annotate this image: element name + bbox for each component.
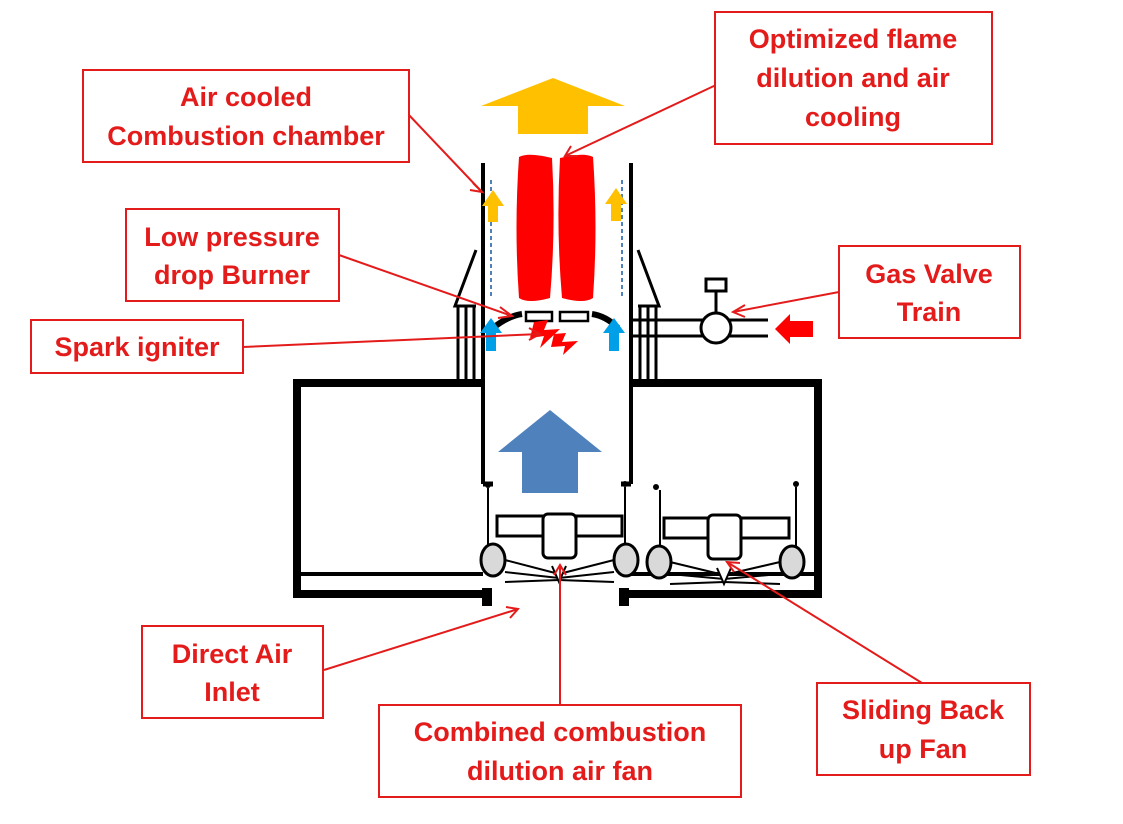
label-sliding-backup-fan: Sliding Back up Fan <box>816 682 1031 776</box>
label-low-pressure-line2: drop Burner <box>154 260 310 290</box>
label-spark-line1: Spark igniter <box>54 332 220 362</box>
combined-fan <box>479 481 640 585</box>
cooling-air-arrow-left-icon <box>482 190 504 222</box>
label-direct-air-inlet: Direct Air Inlet <box>141 625 324 719</box>
label-combined-line2: dilution air fan <box>467 756 653 786</box>
spark-icon <box>530 320 578 355</box>
gas-valve-train <box>631 277 768 345</box>
label-sliding-line2: up Fan <box>879 734 968 764</box>
label-low-pressure-line1: Low pressure <box>144 222 320 252</box>
combustion-air-arrow-right-icon <box>603 318 625 351</box>
cooling-air-arrow-right-icon <box>605 188 627 221</box>
label-air-cooled-line2: Combustion chamber <box>107 121 385 151</box>
gas-inlet-arrow-icon <box>775 314 813 344</box>
exhaust-arrow-icon <box>481 78 625 134</box>
label-air-cooled-chamber: Air cooled Combustion chamber <box>82 69 410 163</box>
label-gas-valve-train: Gas Valve Train <box>838 245 1021 339</box>
label-gas-valve-line1: Gas Valve <box>865 259 993 289</box>
label-optimized-line3: cooling <box>805 102 901 132</box>
label-optimized-flame: Optimized flame dilution and air cooling <box>714 11 993 145</box>
label-combined-fan: Combined combustion dilution air fan <box>378 704 742 798</box>
main-air-flow-arrow-icon <box>498 410 602 493</box>
backup-fan <box>645 481 806 587</box>
label-sliding-line1: Sliding Back <box>842 695 1005 725</box>
combustion-air-arrow-left-icon <box>480 318 502 351</box>
label-direct-air-line2: Inlet <box>204 677 260 707</box>
label-optimized-line1: Optimized flame <box>749 24 958 54</box>
label-gas-valve-line2: Train <box>897 297 962 327</box>
label-low-pressure-burner: Low pressure drop Burner <box>125 208 340 302</box>
label-air-cooled-line1: Air cooled <box>180 82 312 112</box>
leader-lines <box>242 84 923 704</box>
flame <box>516 154 596 301</box>
label-optimized-line2: dilution and air <box>756 63 950 93</box>
label-combined-line1: Combined combustion <box>414 717 707 747</box>
burner-plate <box>491 310 621 331</box>
label-direct-air-line1: Direct Air <box>172 639 293 669</box>
label-spark-igniter: Spark igniter <box>30 319 244 374</box>
